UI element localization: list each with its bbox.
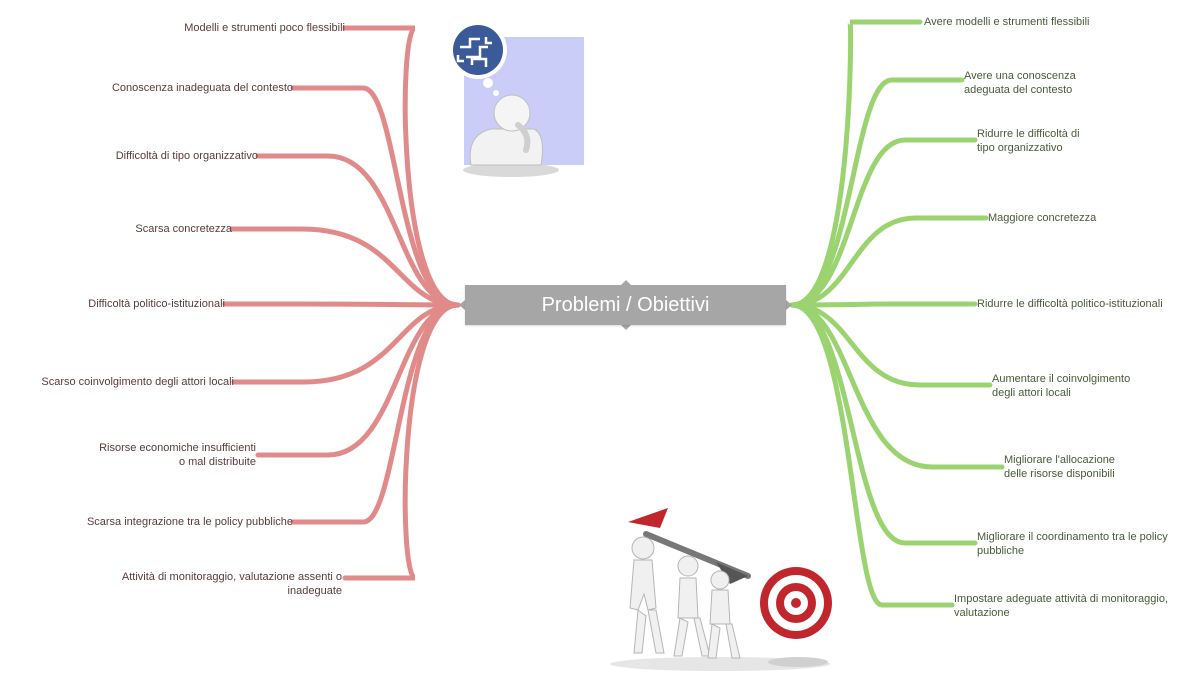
objective-label[interactable]: Aumentare il coinvolgimento degli attori … bbox=[992, 372, 1130, 400]
objective-label[interactable]: Maggiore concretezza bbox=[988, 211, 1096, 225]
objective-label-line: degli attori locali bbox=[992, 387, 1071, 399]
problem-connector bbox=[342, 302, 461, 581]
problem-label-line: Difficoltà politico-istituzionali bbox=[88, 298, 225, 310]
problem-label-line: Scarso coinvolgimento degli attori local… bbox=[41, 376, 234, 388]
problem-label[interactable]: Conoscenza inadeguata del contesto bbox=[112, 81, 293, 95]
objective-label-line: Impostare adeguate attività di monitorag… bbox=[954, 593, 1169, 605]
problem-label-line: Conoscenza inadeguata del contesto bbox=[111, 82, 293, 94]
problem-label[interactable]: Risorse economiche insufficienti o mal di… bbox=[99, 441, 256, 469]
objective-label[interactable]: Ridurre le difficoltà politico-istituzio… bbox=[977, 297, 1163, 311]
problem-label[interactable]: Scarsa concretezza bbox=[135, 222, 232, 236]
objective-label-line: Aumentare il coinvolgimento bbox=[992, 373, 1131, 385]
problem-connector bbox=[222, 301, 461, 308]
objective-label-line: tipo organizzativo bbox=[977, 142, 1063, 154]
problem-label[interactable]: Scarsa integrazione tra le policy pubbli… bbox=[87, 515, 293, 529]
objective-label-line: Migliorare l'allocazione bbox=[1004, 454, 1115, 466]
objective-label-line: Migliorare il coordinamento tra le polic… bbox=[977, 531, 1168, 543]
objective-label[interactable]: Avere modelli e strumenti flessibili bbox=[924, 15, 1089, 29]
objective-label-line: Maggiore concretezza bbox=[988, 212, 1097, 224]
objective-label[interactable]: Impostare adeguate attività di monitorag… bbox=[954, 592, 1168, 620]
problem-connector bbox=[290, 302, 461, 525]
objective-connector bbox=[789, 302, 993, 388]
objective-label[interactable]: Migliorare l'allocazione delle risorse di… bbox=[1004, 453, 1115, 481]
objective-label[interactable]: Migliorare il coordinamento tra le polic… bbox=[977, 530, 1168, 558]
objective-label-line: valutazione bbox=[954, 607, 1010, 619]
problem-label-line: Scarsa concretezza bbox=[135, 223, 232, 235]
objective-label[interactable]: Avere una conoscenza adeguata del contest… bbox=[964, 69, 1076, 97]
problem-connector bbox=[342, 25, 461, 308]
objective-label-line: Ridurre le difficoltà di bbox=[977, 128, 1080, 140]
problem-label-line: Scarsa integrazione tra le policy pubbli… bbox=[86, 516, 293, 528]
problem-label[interactable]: Scarso coinvolgimento degli attori local… bbox=[41, 375, 234, 389]
problem-label[interactable]: Attività di monitoraggio, valutazione as… bbox=[122, 570, 342, 598]
objective-connector bbox=[789, 215, 989, 308]
objective-connector bbox=[789, 137, 978, 308]
center-top-arrow bbox=[620, 280, 632, 286]
objective-label-line: delle risorse disponibili bbox=[1004, 468, 1115, 480]
objective-connector bbox=[789, 77, 965, 308]
objective-label-line: adeguata del contesto bbox=[964, 84, 1073, 96]
problem-connector bbox=[229, 226, 461, 308]
objective-label-line: Ridurre le difficoltà politico-istituzio… bbox=[977, 298, 1163, 310]
problem-connector bbox=[290, 85, 461, 308]
problem-label-line: Modelli e strumenti poco flessibili bbox=[184, 22, 345, 34]
objective-branches bbox=[789, 19, 1005, 608]
objective-label-line: Avere modelli e strumenti flessibili bbox=[924, 16, 1090, 28]
objective-connector bbox=[789, 301, 978, 308]
center-bottom-arrow bbox=[620, 324, 632, 330]
problem-connector bbox=[255, 153, 461, 308]
team-dart-target-icon bbox=[610, 508, 832, 671]
objective-connector bbox=[789, 302, 955, 608]
problem-label-line: Risorse economiche insufficienti bbox=[99, 442, 256, 454]
objective-label-line: Avere una conoscenza bbox=[964, 70, 1076, 82]
problem-connector bbox=[231, 302, 461, 385]
problem-label-line: inadeguate bbox=[287, 585, 342, 597]
center-right-arrow bbox=[786, 300, 792, 310]
objective-label[interactable]: Ridurre le difficoltà di tipo organizzati… bbox=[977, 127, 1080, 155]
objective-connector bbox=[789, 302, 1005, 470]
problem-label[interactable]: Difficoltà politico-istituzionali bbox=[88, 297, 225, 311]
problem-label[interactable]: Difficoltà di tipo organizzativo bbox=[116, 149, 258, 163]
problem-branches bbox=[222, 25, 461, 581]
problem-label-line: Attività di monitoraggio, valutazione as… bbox=[121, 571, 342, 583]
center-node[interactable]: Problemi / Obiettivi bbox=[465, 285, 786, 325]
center-left-arrow bbox=[459, 300, 465, 310]
problem-label[interactable]: Modelli e strumenti poco flessibili bbox=[184, 21, 345, 35]
problem-label-line: o mal distribuite bbox=[178, 456, 256, 468]
thinking-person-maze-icon bbox=[449, 25, 584, 177]
objective-label-line: pubbliche bbox=[977, 545, 1025, 557]
problem-label-line: Difficoltà di tipo organizzativo bbox=[115, 150, 258, 162]
